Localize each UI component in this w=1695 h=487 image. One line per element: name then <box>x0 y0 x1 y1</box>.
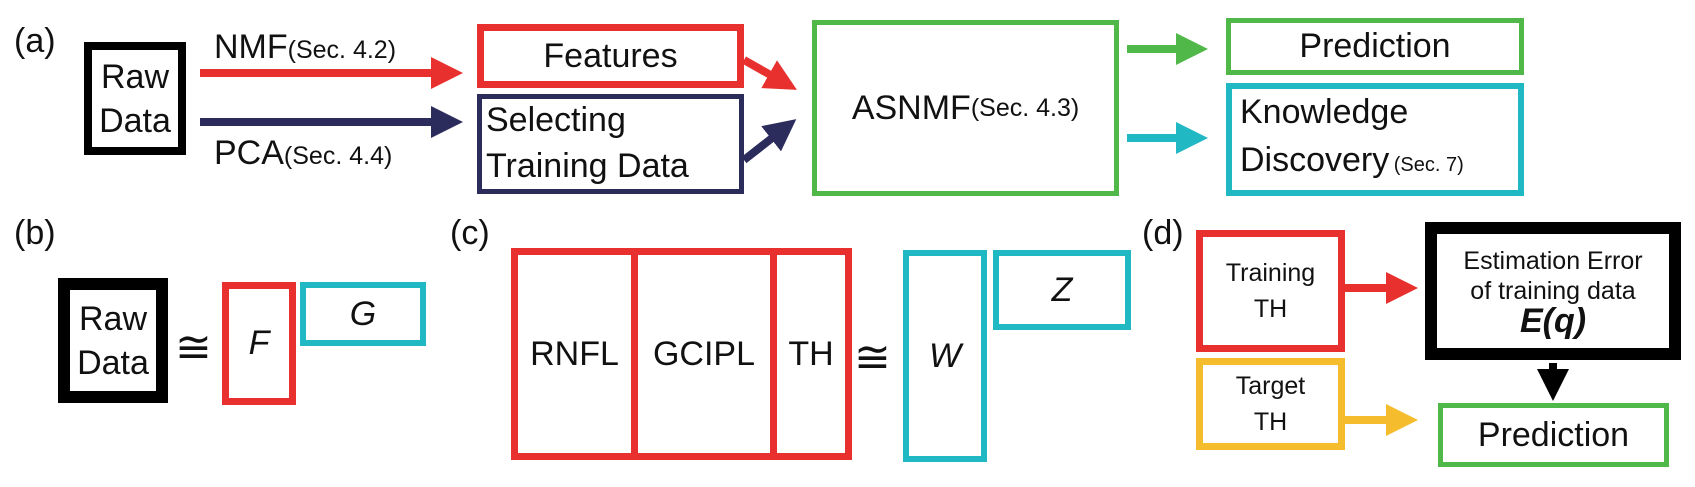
features-label: Features <box>543 36 678 75</box>
pca-section-label: (Sec. 4.4) <box>283 142 393 170</box>
target-th-box: Target TH <box>1196 358 1345 450</box>
raw-data-box-b: Raw Data <box>58 278 168 403</box>
knowledge-section-label: (Sec. 7) <box>1393 154 1464 176</box>
estimation-error-box: Estimation Error of training data E(q) <box>1425 222 1681 360</box>
error-label-line1: Estimation Error <box>1463 247 1643 275</box>
gcipl-label: GCIPL <box>652 334 756 373</box>
selecting-label-line2: Training Data <box>486 147 689 185</box>
error-label-line2: of training data <box>1470 277 1636 305</box>
training-label-line1: Training <box>1225 259 1316 287</box>
target-label-line2: TH <box>1253 408 1288 436</box>
matrix-f-label: F <box>248 324 270 362</box>
knowledge-line2-group: Discovery (Sec. 7) <box>1240 141 1464 180</box>
prediction-box-a: Prediction <box>1226 18 1524 75</box>
selecting-label-line1: Selecting <box>486 101 626 139</box>
selecting-training-data-box: Selecting Training Data <box>477 94 744 194</box>
th-label: TH <box>788 334 834 373</box>
prediction-label-d: Prediction <box>1477 415 1630 454</box>
training-th-text: Training TH <box>1226 255 1315 327</box>
pca-label-group: PCA(Sec. 4.4) <box>214 134 392 173</box>
knowledge-label-line2: Discovery <box>1240 141 1390 179</box>
matrix-z-box: Z <box>993 250 1131 330</box>
target-th-text: Target TH <box>1236 368 1305 440</box>
raw-data-label-b: Raw Data <box>77 299 149 382</box>
panel-b-tag: (b) <box>14 214 56 252</box>
matrix-w-box: W <box>903 250 987 462</box>
rnfl-label: RNFL <box>530 334 619 373</box>
panel-c-tag: (c) <box>450 214 490 252</box>
knowledge-label-line1: Knowledge <box>1240 93 1409 131</box>
asnmf-section-label: (Sec. 4.3) <box>970 93 1080 122</box>
training-label-line2: TH <box>1253 295 1288 323</box>
knowledge-discovery-box: Knowledge Discovery (Sec. 7) <box>1226 83 1524 196</box>
asnmf-box: ASNMF(Sec. 4.3) <box>812 20 1119 196</box>
raw-data-box: Raw Data <box>84 42 186 155</box>
pca-label: PCA <box>214 134 284 172</box>
matrix-w-label: W <box>928 336 962 375</box>
panel-a-tag: (a) <box>14 22 56 60</box>
training-th-box: Training TH <box>1196 230 1345 352</box>
arrow-features-to-asnmf <box>742 56 797 90</box>
approx-symbol-b: ≅ <box>175 323 212 372</box>
matrix-g-box: G <box>300 282 426 346</box>
rnfl-column: RNFL <box>511 248 638 460</box>
matrix-z-label: Z <box>1051 270 1073 309</box>
nmf-label: NMF <box>214 28 288 66</box>
asnmf-label: ASNMF <box>851 88 971 127</box>
prediction-label-a: Prediction <box>1299 27 1451 65</box>
raw-data-label: Raw Data <box>99 57 171 140</box>
approx-symbol-c: ≅ <box>854 333 891 382</box>
th-column: TH <box>770 248 852 460</box>
features-box: Features <box>477 24 744 88</box>
estimation-error-text: Estimation Error of training data E(q) <box>1463 246 1643 340</box>
prediction-box-d: Prediction <box>1438 403 1669 467</box>
matrix-f-box: F <box>222 282 296 405</box>
panel-d-tag: (d) <box>1142 214 1184 252</box>
error-label-line3: E(q) <box>1519 302 1587 340</box>
matrix-g-label: G <box>349 294 377 333</box>
target-label-line1: Target <box>1235 372 1306 400</box>
nmf-section-label: (Sec. 4.2) <box>287 36 397 64</box>
arrow-selecting-to-asnmf <box>741 119 797 164</box>
nmf-label-group: NMF(Sec. 4.2) <box>214 28 396 67</box>
gcipl-column: GCIPL <box>631 248 777 460</box>
